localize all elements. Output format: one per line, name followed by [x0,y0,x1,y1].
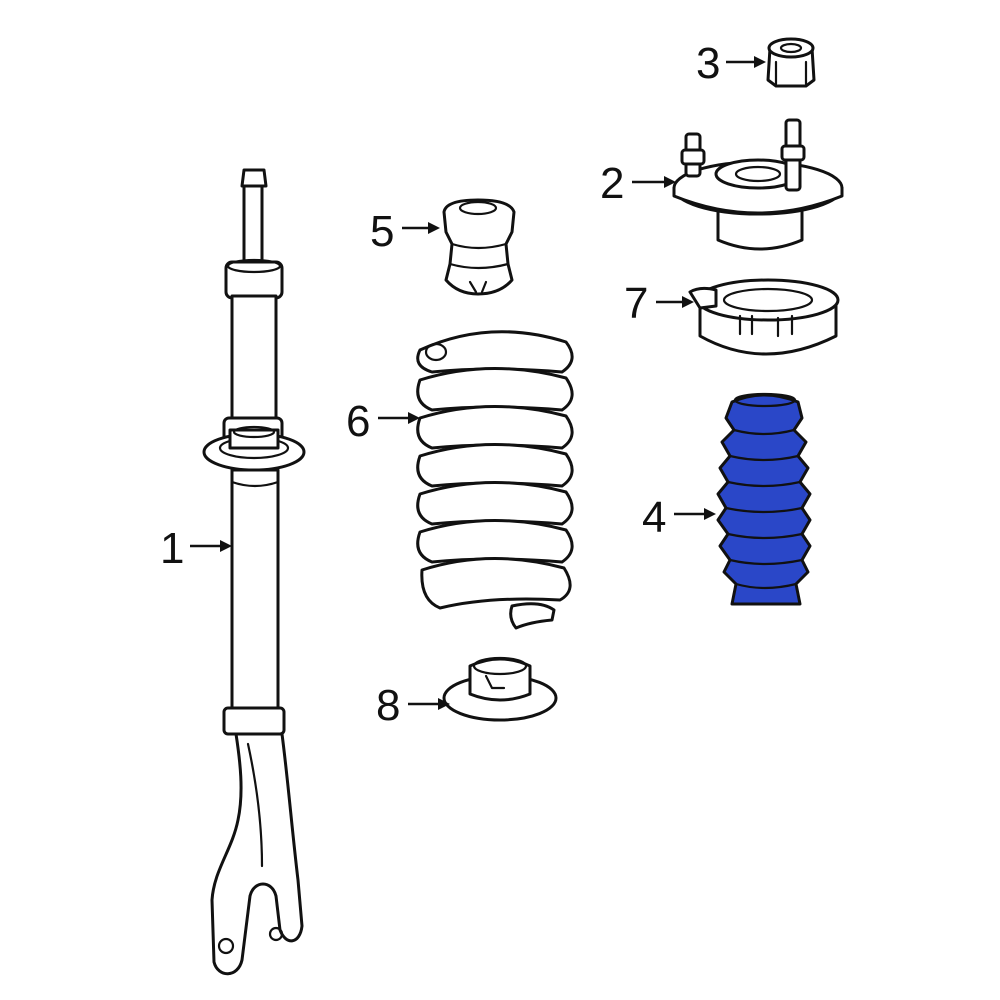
callout-number: 3 [696,39,720,88]
bump-stop-part [442,198,516,296]
callout-7: 7 [624,279,694,328]
callout-1: 1 [160,524,232,573]
strut-assembly [202,168,306,976]
callout-number: 6 [346,397,370,446]
upper-mount-part [672,118,844,251]
callout-8: 8 [376,681,450,730]
coil-spring-part [416,330,574,630]
callout-number: 1 [160,524,184,573]
callout-5: 5 [370,207,440,256]
callout-number: 7 [624,279,648,328]
callout-number: 5 [370,207,394,256]
upper-spring-seat-part [688,278,840,356]
callout-number: 2 [600,159,624,208]
nut-part [766,37,816,88]
callout-3: 3 [696,39,766,88]
callout-number: 8 [376,681,400,730]
lower-insulator-part [442,656,558,722]
callout-2: 2 [600,159,676,208]
callout-4: 4 [642,493,716,542]
callout-6: 6 [346,397,420,446]
dust-boot-part [716,392,812,606]
callout-number: 4 [642,493,666,542]
